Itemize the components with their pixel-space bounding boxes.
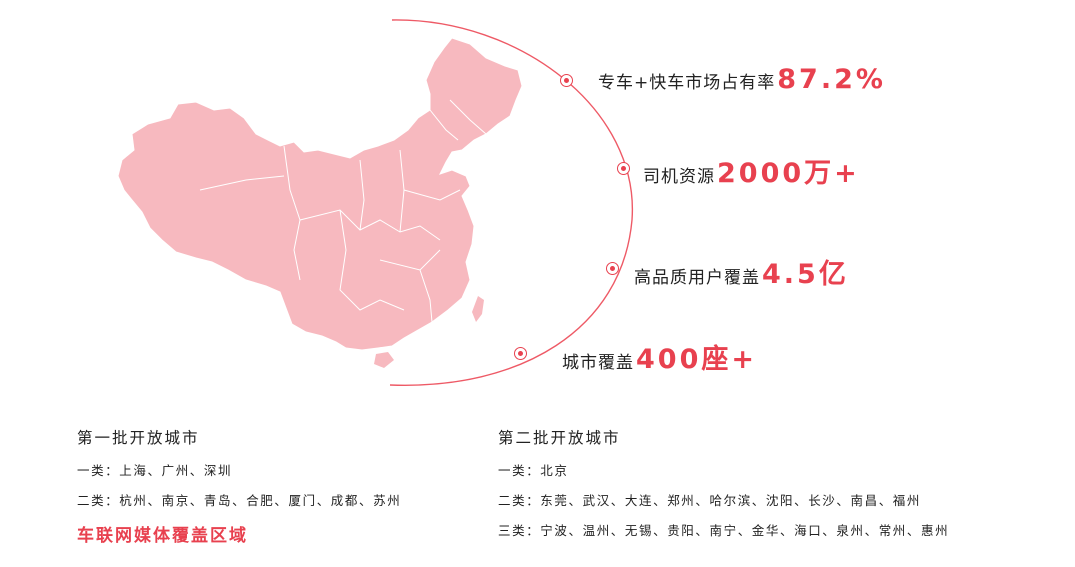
stat-users: 高品质用户覆盖 4.5亿 [634,252,849,291]
batch2-title: 第二批开放城市 [498,429,621,447]
city-row: 一类：北京 [498,463,569,478]
stat-label: 司机资源 [643,167,715,187]
stat-label: 城市覆盖 [562,353,634,373]
stat-value: 87.2% [777,64,886,95]
stat-dot [560,74,573,87]
stat-value: 400座+ [636,344,757,375]
stat-dot [617,162,630,175]
stat-drivers: 司机资源 2000万+ [643,151,860,190]
batch1-cities: 第一批开放城市 一类：上海、广州、深圳 二类：杭州、南京、青岛、合肥、厦门、成都… [77,426,401,524]
stat-label: 专车+快车市场占有率 [598,73,776,93]
stat-market-share: 专车+快车市场占有率 87.2% [598,64,886,95]
stat-value: 4.5亿 [762,259,849,290]
city-row: 一类：上海、广州、深圳 [77,463,233,478]
city-row: 三类：宁波、温州、无锡、贵阳、南宁、金华、海口、泉州、常州、惠州 [498,523,950,538]
stat-cities: 城市覆盖 400座+ [562,337,757,376]
decorative-arc [389,19,633,386]
stat-value: 2000万+ [717,158,860,189]
stat-dot [514,347,527,360]
china-map-icon [117,37,523,368]
city-row: 二类：杭州、南京、青岛、合肥、厦门、成都、苏州 [77,493,402,508]
stat-dot [606,262,619,275]
coverage-title: 车联网媒体覆盖区域 [77,526,248,546]
stat-label: 高品质用户覆盖 [634,268,760,288]
batch1-title: 第一批开放城市 [77,429,200,447]
batch2-cities: 第二批开放城市 一类：北京 二类：东莞、武汉、大连、郑州、哈尔滨、沈阳、长沙、南… [498,426,949,554]
city-row: 二类：东莞、武汉、大连、郑州、哈尔滨、沈阳、长沙、南昌、福州 [498,493,922,508]
